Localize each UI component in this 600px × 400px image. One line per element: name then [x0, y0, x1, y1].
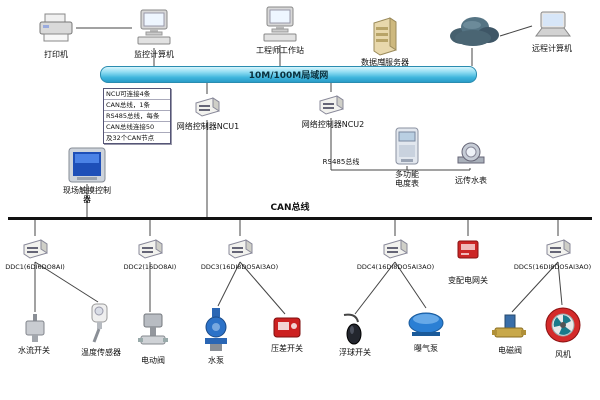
fan-label: 风机	[555, 350, 571, 359]
solenoid-valve-label: 电磁阀	[498, 346, 522, 355]
water-flow-switch-label: 水流开关	[18, 346, 50, 355]
touch-controller-label: 现场触摸控制器	[63, 186, 111, 205]
ncu2-controller-icon	[316, 92, 346, 122]
note-line: NCU可连接4条	[104, 89, 170, 101]
water-flow-switch-icon	[22, 312, 48, 348]
printer-icon	[36, 12, 76, 52]
temperature-sensor-icon	[84, 300, 118, 348]
cloud-icon	[445, 14, 501, 52]
remote-computer-label: 远程计算机	[532, 44, 572, 53]
touch-controller-icon	[67, 146, 107, 188]
note-line: CAN总线，1条	[104, 100, 170, 112]
electric-valve-icon	[138, 312, 168, 358]
rs485-bus-label: RS485总线	[322, 158, 360, 166]
ddc3-label: DDC3(16DI8DO5AI3AO)	[200, 263, 279, 271]
water-meter-icon	[456, 140, 486, 174]
can-bus-label: CAN总线	[270, 203, 310, 213]
ddc1-icon	[20, 236, 50, 266]
ddc5-label: DDC5(16DI8DO5AI3AO)	[513, 263, 592, 271]
engineer-workstation-icon	[258, 5, 302, 49]
ddc1-label: DDC1(6DI6DO8AI)	[5, 263, 65, 271]
engineer-workstation-label: 工程师工作站	[256, 46, 304, 55]
water-meter-label: 远传水表	[455, 176, 487, 185]
ncu-note-box: NCU可连接4条 CAN总线，1条 RS485总线，每条 CAN总线连接50 及…	[103, 88, 171, 145]
float-switch-label: 浮球开关	[339, 348, 371, 357]
printer-label: 打印机	[44, 50, 68, 59]
power-meter-icon	[394, 126, 420, 170]
note-line: RS485总线，每条	[104, 111, 170, 123]
fan-icon	[543, 305, 583, 349]
ddc2-icon	[135, 236, 165, 266]
ncu1-controller-icon	[192, 94, 222, 124]
ddc3-icon	[225, 236, 255, 266]
power-meter-label: 多功能电度表	[395, 170, 419, 189]
ncu1-label: 网络控制器NCU1	[176, 122, 240, 131]
power-gateway-icon	[455, 237, 481, 267]
solenoid-valve-icon	[492, 312, 526, 346]
ncu2-label: 网络控制器NCU2	[301, 120, 365, 129]
lan-bus: 10M/100M局域网	[100, 66, 477, 83]
note-line: CAN总线连接50	[104, 122, 170, 134]
pressure-switch-label: 压差开关	[271, 344, 303, 353]
water-pump-label: 水泵	[208, 356, 224, 365]
note-line: 及32个CAN节点	[106, 134, 155, 143]
ddc4-icon	[380, 236, 410, 266]
ddc2-label: DDC2(16DO8AI)	[123, 263, 177, 271]
remote-computer-icon	[530, 10, 574, 46]
monitor-computer-label: 监控计算机	[134, 50, 174, 59]
lan-bus-label: 10M/100M局域网	[248, 71, 329, 81]
ddc4-label: DDC4(16DI8DO5AI3AO)	[356, 263, 435, 271]
float-switch-icon	[340, 312, 366, 350]
power-gateway-label: 变配电网关	[448, 276, 488, 285]
pressure-switch-icon	[272, 314, 302, 346]
can-bus	[8, 217, 592, 220]
water-pump-icon	[202, 306, 230, 358]
aeration-pump-label: 曝气泵	[414, 344, 438, 353]
electric-valve-label: 电动阀	[141, 356, 165, 365]
database-server-label: 数据库服务器	[361, 58, 409, 67]
database-server-icon	[366, 14, 402, 62]
monitor-computer-icon	[132, 8, 176, 52]
temperature-sensor-label: 温度传感器	[81, 348, 121, 357]
ddc5-icon	[543, 236, 573, 266]
aeration-pump-icon	[406, 308, 446, 344]
